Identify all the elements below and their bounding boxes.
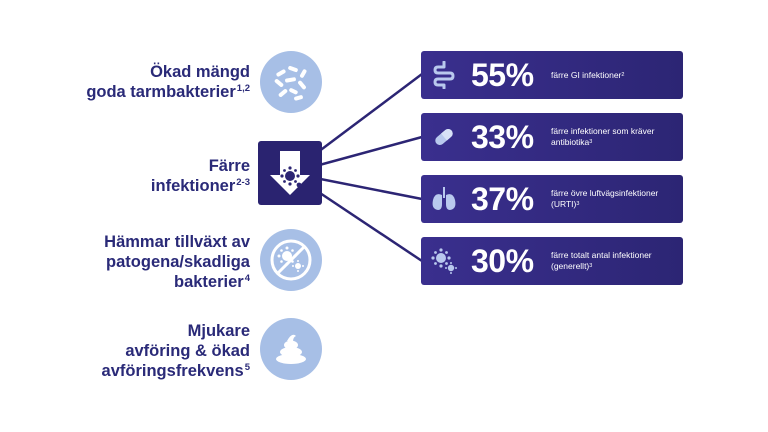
stat-description-text: färre övre luftvägsinfektioner (URTI) bbox=[551, 188, 659, 209]
reference-sup: 4 bbox=[244, 273, 250, 284]
stat-percentage: 33% bbox=[471, 118, 534, 155]
reference-sup: 3 bbox=[589, 139, 593, 145]
benefit-line: Färre bbox=[208, 157, 250, 175]
benefit-line: Ökad mängd bbox=[150, 63, 250, 81]
benefit-line: avföring & ökad bbox=[125, 342, 250, 360]
benefit-line: infektioner bbox=[150, 177, 236, 195]
stat-box-total: 30% färre totalt antal infektioner (gene… bbox=[421, 237, 683, 285]
stat-description-text: färre totalt antal infektioner (generell… bbox=[551, 250, 652, 271]
benefit-line: Hämmar tillväxt av bbox=[104, 233, 250, 251]
pill-icon bbox=[429, 122, 459, 152]
benefit-softer-stool: Mjukare avföring & ökad avföringsfrekven… bbox=[102, 321, 250, 381]
benefit-inhibits-pathogens: Hämmar tillväxt av patogena/skadliga bak… bbox=[104, 232, 250, 292]
reference-sup: 3 bbox=[589, 263, 593, 269]
stat-description-text: färre infektioner som kräver antibiotika bbox=[551, 126, 655, 147]
benefit-good-bacteria: Ökad mängd goda tarmbakterier1,2 bbox=[86, 62, 250, 102]
stat-description: färre GI infektioner2 bbox=[551, 70, 681, 81]
benefit-fewer-infections: Färre infektioner2-3 bbox=[151, 156, 250, 196]
stat-description: färre infektioner som kräver antibiotika… bbox=[551, 126, 681, 148]
bacteria-icon bbox=[260, 51, 322, 113]
no-pathogen-icon bbox=[260, 229, 322, 291]
reference-sup: 2 bbox=[621, 71, 625, 78]
stat-description: färre övre luftvägsinfektioner (URTI)3 bbox=[551, 188, 681, 210]
lungs-icon bbox=[429, 184, 459, 214]
stat-box-gi: 55% färre GI infektioner2 bbox=[421, 51, 683, 99]
stool-icon bbox=[260, 318, 322, 380]
benefit-line: Mjukare bbox=[187, 322, 250, 340]
benefit-line: patogena/skadliga bbox=[106, 253, 250, 271]
stat-percentage: 55% bbox=[471, 56, 534, 93]
benefit-line: bakterier bbox=[173, 273, 244, 291]
stat-description: färre totalt antal infektioner (generell… bbox=[551, 250, 681, 272]
reference-sup: 3 bbox=[576, 201, 580, 207]
stat-percentage: 30% bbox=[471, 242, 534, 279]
virus-icon bbox=[429, 246, 459, 276]
stat-description-text: färre GI infektioner bbox=[551, 69, 622, 80]
intestine-icon bbox=[429, 60, 459, 90]
benefit-line: avföringsfrekvens bbox=[101, 362, 244, 380]
stat-box-antibiotics: 33% färre infektioner som kräver antibio… bbox=[421, 113, 683, 161]
stat-box-urti: 37% färre övre luftvägsinfektioner (URTI… bbox=[421, 175, 683, 223]
reference-sup: 2-3 bbox=[236, 177, 250, 188]
reference-sup: 1,2 bbox=[236, 83, 250, 94]
down-arrow-virus-icon bbox=[258, 141, 322, 205]
benefit-line: goda tarmbakterier bbox=[86, 83, 236, 101]
stat-percentage: 37% bbox=[471, 180, 534, 217]
reference-sup: 5 bbox=[244, 362, 250, 373]
